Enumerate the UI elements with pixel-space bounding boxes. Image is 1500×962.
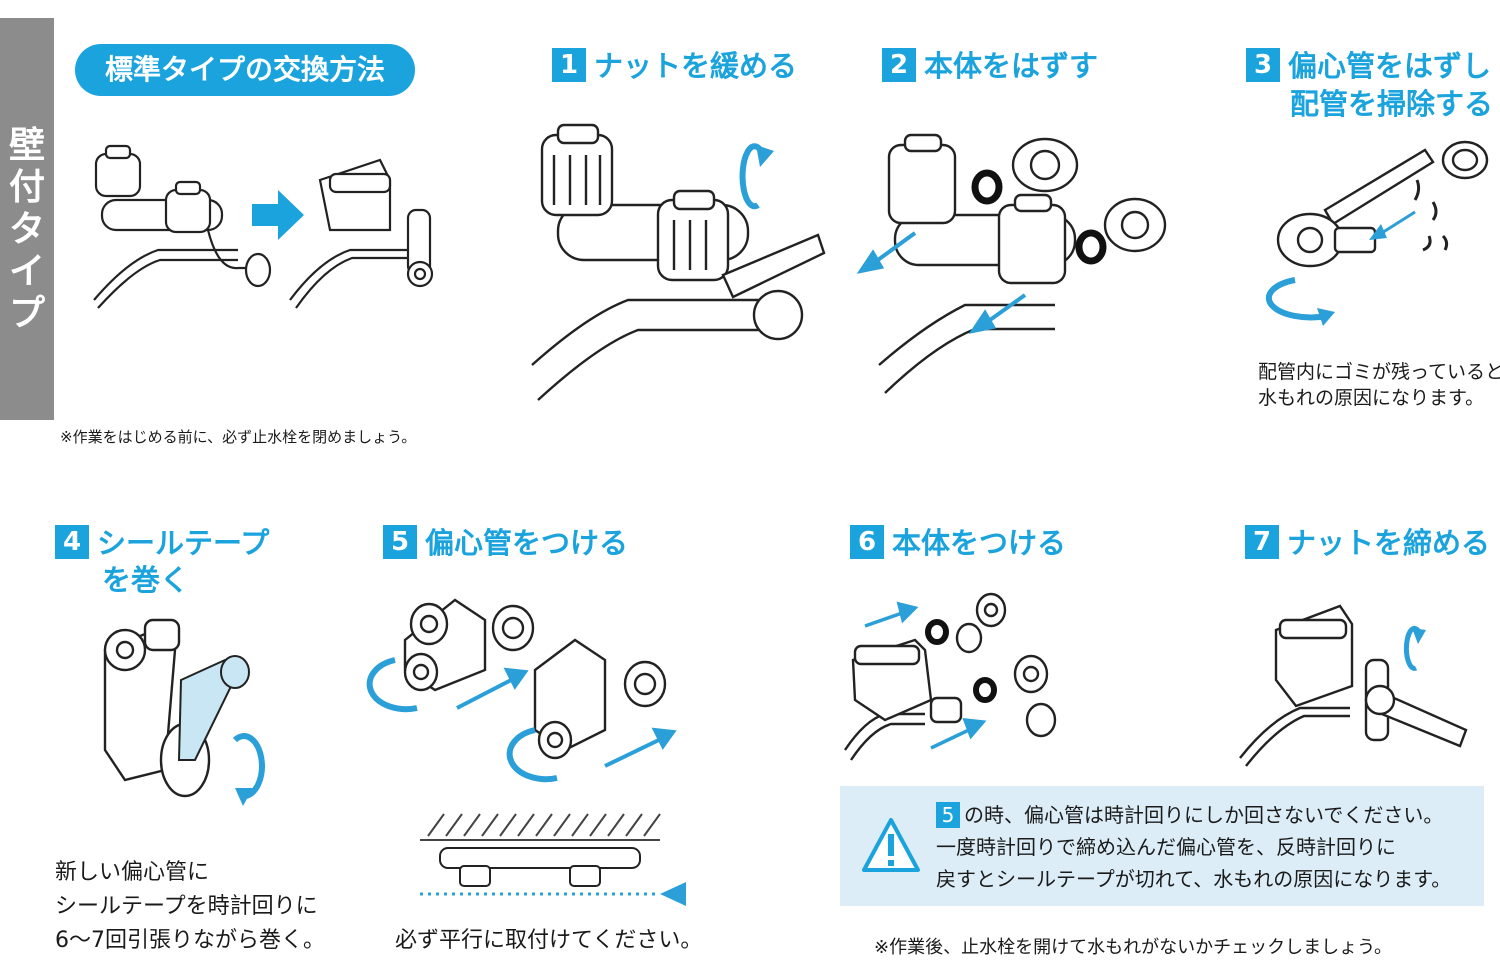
step-5-illustration bbox=[366, 598, 677, 783]
step-number: 1 bbox=[552, 48, 586, 82]
step-number: 2 bbox=[882, 48, 916, 82]
old-faucet-illustration bbox=[93, 144, 272, 309]
step-7-illustration bbox=[1239, 604, 1468, 767]
step-number: 6 bbox=[850, 525, 884, 559]
parallel-install-diagram bbox=[420, 813, 686, 906]
step-6-illustration bbox=[844, 592, 1057, 761]
step-3-title-line2: 配管を掃除する bbox=[1290, 87, 1494, 121]
before-note: ※作業をはじめる前に、必ず止水栓を閉めましょう。 bbox=[60, 428, 417, 446]
step-4-caption: 新しい偏心管に bbox=[55, 860, 210, 885]
blue-right-arrow bbox=[252, 190, 304, 240]
side-tab-char: 付 bbox=[8, 167, 45, 208]
step-4-title-line2: を巻く bbox=[102, 563, 190, 597]
step-number: 5 bbox=[383, 525, 417, 559]
warning-line: 一度時計回りで締め込んだ偏心管を、反時計回りに bbox=[936, 835, 1396, 859]
step-number: 4 bbox=[55, 525, 89, 559]
step-number: 3 bbox=[1246, 48, 1280, 82]
side-tab: 壁 付 タ イ プ bbox=[0, 18, 54, 420]
page-title: 標準タイプの交換方法 bbox=[75, 44, 415, 96]
step-4-illustration bbox=[103, 618, 265, 806]
side-tab-char: 壁 bbox=[8, 125, 45, 166]
step-3-illustration bbox=[1265, 140, 1489, 326]
side-tab-char: タ bbox=[8, 209, 45, 250]
new-faucet-illustration bbox=[289, 158, 434, 309]
step-3-caption: 配管内にゴミが残っていると bbox=[1258, 361, 1500, 383]
step-4-caption: 6〜7回引張りながら巻く。 bbox=[55, 928, 325, 953]
step-ref-number: 5 bbox=[936, 802, 960, 828]
step-number: 7 bbox=[1245, 525, 1279, 559]
step-1-illustration bbox=[531, 123, 826, 401]
step-3-caption: 水もれの原因になります。 bbox=[1258, 387, 1485, 409]
step-2-illustration bbox=[856, 133, 1167, 394]
warning-line: 戻すとシールテープが切れて、水もれの原因になります。 bbox=[936, 867, 1452, 891]
warning-icon bbox=[862, 818, 920, 872]
side-tab-char: イ bbox=[8, 251, 45, 292]
step-5-caption: 必ず平行に取付けてください。 bbox=[395, 928, 703, 953]
side-tab-char: プ bbox=[8, 293, 45, 334]
after-note: ※作業後、止水栓を開けて水もれがないかチェックしましょう。 bbox=[874, 937, 1392, 958]
step-4-caption: シールテープを時計回りに bbox=[55, 894, 318, 919]
